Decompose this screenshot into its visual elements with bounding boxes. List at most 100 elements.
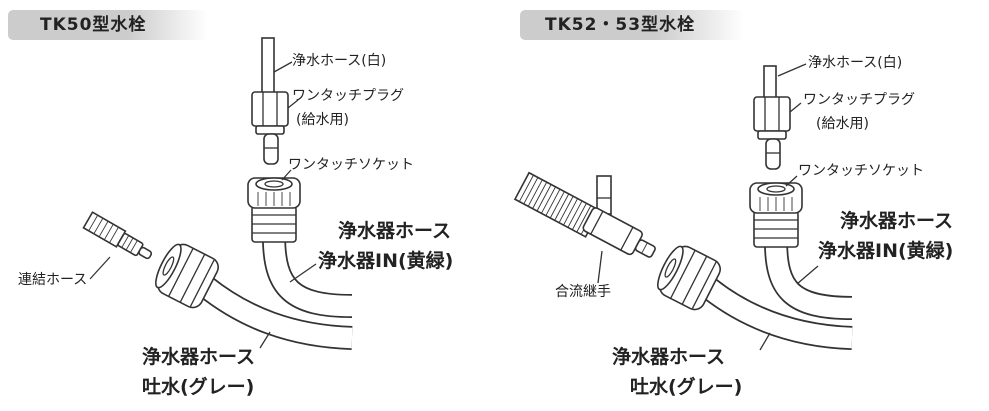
tk52-53-nut-edge: [691, 261, 717, 309]
tk52-53-corrugation: [518, 174, 534, 202]
tk52-53-label-plug-use: (給水用): [816, 116, 869, 132]
tk52-53-corrugation: [545, 188, 561, 216]
tk52-53-leader-one-touch-plug: [789, 102, 802, 113]
tk50-label-clean-water-hose: 浄水ホース(白): [292, 53, 387, 69]
tk52-53-label-purifier-hose-in: 浄水器IN(黄緑): [818, 240, 954, 262]
tk52-53-corrugation: [563, 198, 579, 226]
tk50-connecting-hose-shape: [82, 211, 153, 260]
tk52-53-label-purifier-hose-out: 吐水(グレー): [630, 376, 743, 398]
tk52-53-corrugation: [558, 196, 574, 223]
tk50-nut-edge: [168, 248, 194, 297]
tk50-connecting-hose-hatch: [93, 217, 104, 235]
tk52-53-socket-opening: [757, 182, 795, 196]
tk50-connecting-hose-thread-line: [130, 240, 138, 253]
tk52-53-merge-joint-nozzle-ring: [641, 242, 648, 254]
tk50-leader-one-touch-socket: [281, 169, 292, 181]
tk52-53-inlet-hose-body: [765, 240, 853, 319]
tk52-53-label-one-touch-plug: ワンタッチプラグ: [803, 92, 915, 108]
tk50-leader-outlet-hose: [259, 331, 271, 349]
tk50-connecting-hose-tip: [138, 246, 153, 260]
tk50-inlet-hose-body: [263, 235, 353, 317]
tk50-nut-face: [155, 243, 182, 289]
tk50-connecting-hose-hatch: [103, 223, 114, 241]
tk52-53-corrugation: [576, 205, 592, 233]
tk52-53-leader-outlet-hose: [759, 332, 771, 351]
tk50-one-touch-plug-shape: [251, 91, 289, 165]
tk50-connecting-hose-hatch: [98, 220, 109, 238]
tk50-label-purifier-hose-out: 吐水(グレー): [142, 376, 255, 398]
tk52-53-label-clean-water-hose: 浄水ホース(白): [808, 55, 903, 71]
tk50-leader-clean-water-hose: [273, 61, 293, 73]
tk52-53-merge-joint-ring: [620, 226, 634, 251]
tk52-53-one-touch-plug-shape: [753, 96, 791, 170]
tk52-53-socket-inner: [766, 185, 786, 193]
tk52-53-title-tag: [520, 10, 745, 40]
tk52-53-corrugation: [532, 181, 548, 209]
tk52-53-fittings: [749, 96, 803, 248]
tk52-53-corrugation: [527, 179, 543, 207]
tk50-leader-connecting-hose: [89, 256, 111, 280]
tk52-53-title: TK52・53型水栓: [545, 15, 696, 35]
tk52-53-plug-hex-body: [753, 96, 791, 132]
tk52-53-outlet-hose-body: [702, 279, 853, 349]
tk52-53-corrugation: [523, 177, 539, 205]
tk50-illustration: [8, 10, 353, 350]
tk50-plug-collar: [255, 125, 285, 135]
tk50-clean-water-hose-shape: [261, 37, 275, 95]
tk50-connecting-hose-thread-line: [121, 235, 130, 248]
tk52-53-one-touch-socket-shape: [749, 182, 803, 248]
tk52-53-merge-joint-shape: [582, 207, 656, 258]
tk50-label-one-touch-socket: ワンタッチソケット: [288, 157, 414, 173]
tk50-outlet-hose-body: [198, 277, 353, 349]
tk52-53-illustration: [513, 10, 853, 351]
tk52-53-leader-one-touch-socket: [785, 175, 798, 187]
tk52-53-corrugation: [567, 200, 583, 228]
tk52-53-leader-merge-joint: [597, 250, 603, 284]
tk50-plug-hex-body: [251, 91, 289, 127]
tk50-connecting-hose-thread-line: [125, 237, 134, 251]
tk52-53-merge-joint-ring: [590, 210, 604, 235]
tk52-53-outlet-nut-shape: [657, 245, 721, 311]
tk52-53-label-purifier-hose-in-title: 浄水器ホース: [840, 210, 954, 232]
tk52-53-label-purifier-hose-out-title: 浄水器ホース: [612, 346, 726, 368]
tk52-53-corrugation: [554, 193, 570, 221]
tk52-53-corrugated-hose-shape: [513, 171, 601, 238]
tk52-53-clean-water-hose-shape: [763, 65, 777, 100]
tk50-nut-edge: [189, 259, 215, 307]
tk50-socket-opening: [255, 177, 293, 191]
tk52-53-corrugation: [571, 203, 587, 230]
tk52-53-corrugation: [541, 186, 556, 214]
tk50-label-one-touch-plug: ワンタッチプラグ: [292, 88, 404, 104]
tk52-53-corrugation: [549, 191, 565, 219]
tk50-leader-one-touch-plug: [287, 99, 299, 109]
tk50-one-touch-socket-shape: [247, 177, 301, 243]
tk50-label-purifier-hose-out-title: 浄水器ホース: [142, 346, 256, 368]
tk50-nut-bore: [162, 256, 175, 276]
tk50-nut-edge: [179, 253, 206, 303]
tk52-53-leader-clean-water-hose: [777, 63, 807, 77]
tk50-outlet-nut-shape: [155, 243, 219, 309]
tk50-label-purifier-hose-in-title: 浄水器ホース: [338, 220, 452, 242]
tk50-connecting-hose-hatch: [109, 226, 119, 244]
tk52-53-plug-stem: [765, 138, 781, 170]
tk50-title-tag: [8, 10, 208, 40]
tk52-53-plug-collar: [757, 130, 787, 140]
tk50-plug-stem: [263, 133, 279, 165]
tk50-connecting-hose-hatch: [88, 214, 99, 232]
tk50-socket-inner: [264, 180, 284, 188]
tk50-label-connecting-hose: 連結ホース: [18, 272, 88, 288]
tk52-53-merge-joint-body: [582, 207, 643, 256]
tk52-53-leader-inlet-hose: [796, 265, 819, 285]
tk52-53-nut-bore: [664, 258, 677, 278]
tk52-53-label-merge-joint: 合流継手: [555, 284, 611, 300]
tk50-leader-inlet-hose: [289, 263, 317, 283]
tk50-label-plug-use: (給水用): [296, 112, 349, 128]
tk50-label-purifier-hose-in: 浄水器IN(黄緑): [318, 250, 454, 272]
tk52-53-label-one-touch-socket: ワンタッチソケット: [798, 163, 924, 179]
tk52-53-nut-edge: [670, 250, 696, 299]
tk52-53-merge-joint-nozzle: [634, 239, 656, 258]
tk52-53-nut-edge: [681, 255, 708, 305]
tk50-title: TK50型水栓: [40, 15, 147, 35]
